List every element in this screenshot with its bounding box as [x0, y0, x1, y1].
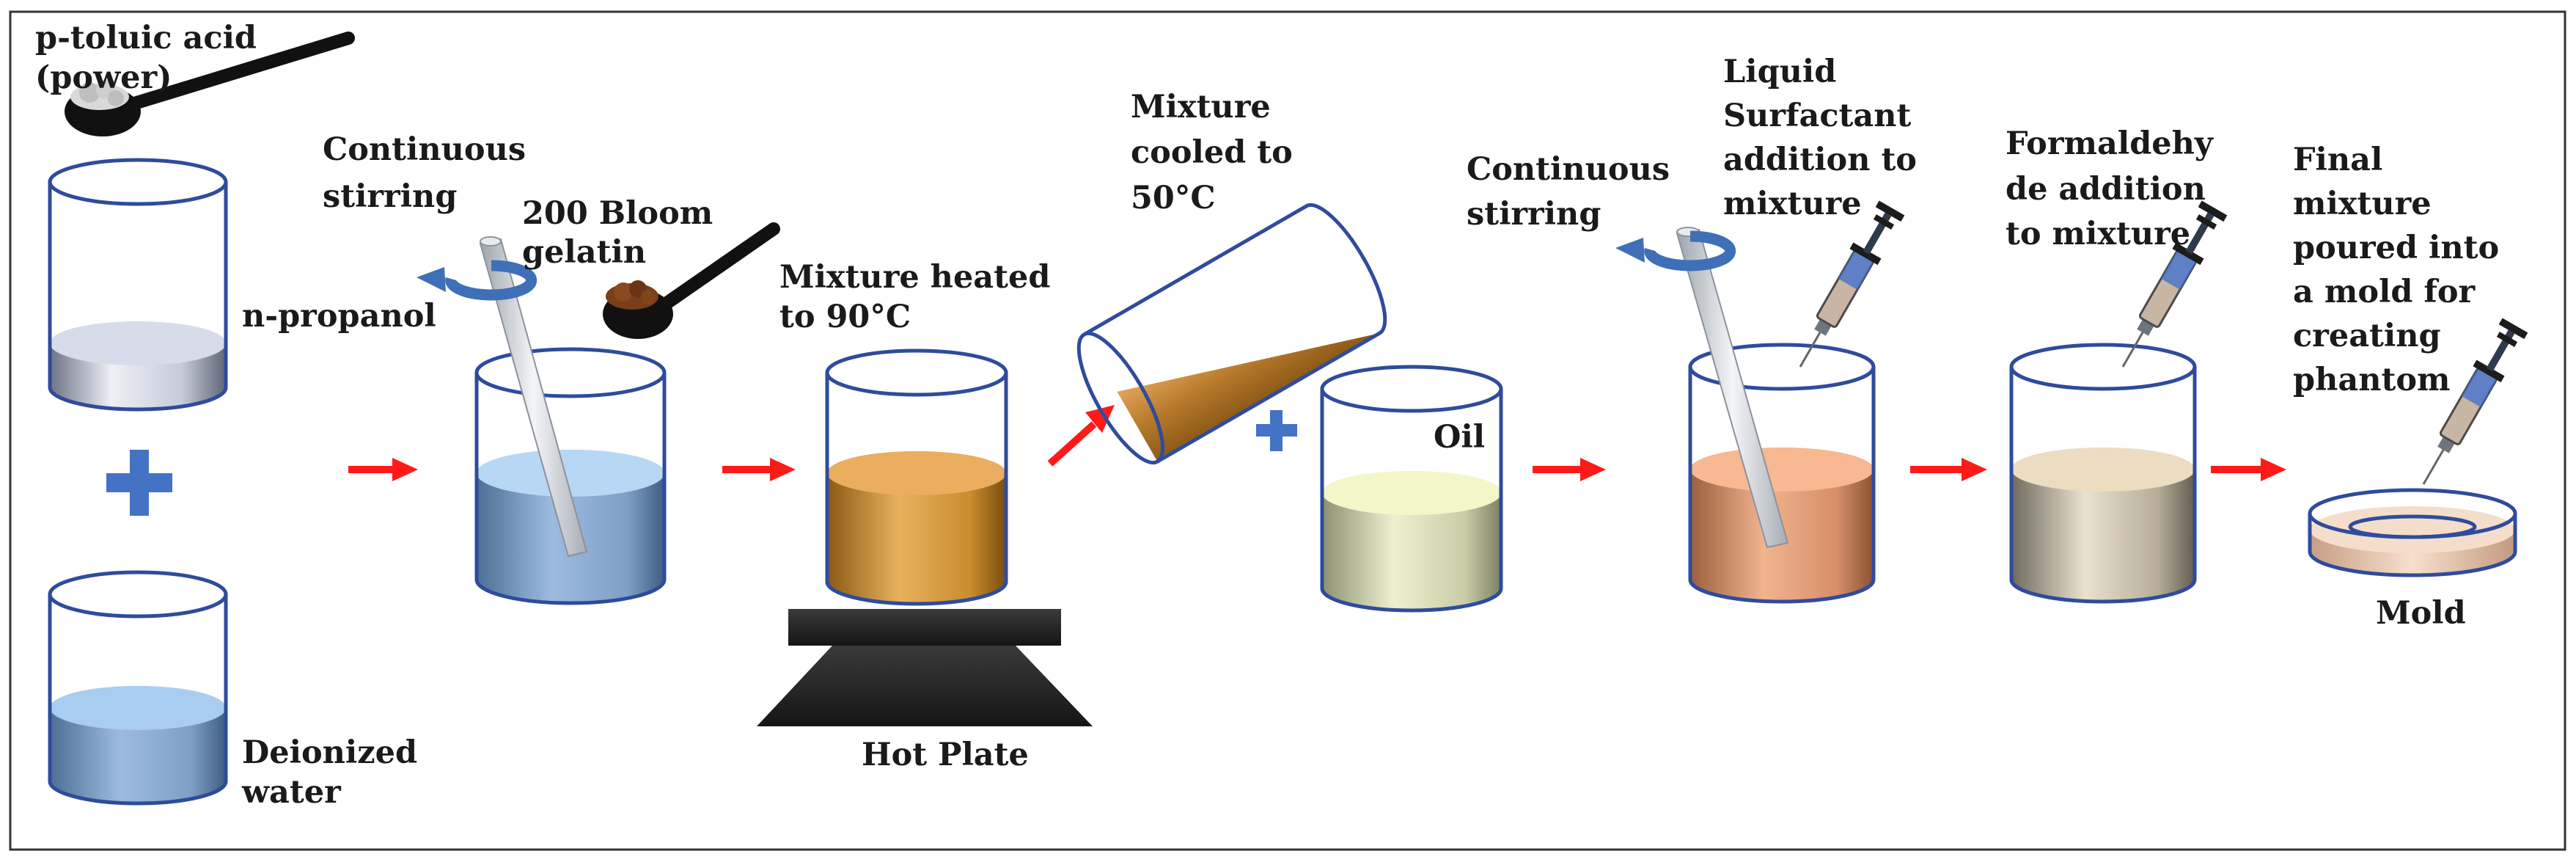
label-continuous-stirring-2b: stirring — [1467, 196, 1601, 233]
petri-dish-icon — [2308, 488, 2517, 577]
label-surfactant-4: mixture — [1723, 186, 1862, 222]
arrow-icon — [1533, 458, 1606, 481]
label-final-6: phantom — [2293, 362, 2451, 398]
label-n-propanol: n-propanol — [242, 298, 436, 335]
label-mixture-heated: Mixture heated — [779, 259, 1051, 296]
beaker-icon — [1320, 365, 1503, 613]
label-deionized-water: water — [242, 774, 341, 811]
arrow-icon — [348, 458, 418, 481]
scoop-icon — [65, 32, 355, 136]
label-final-4: a mold for — [2293, 274, 2476, 310]
label-surfactant-1: Liquid — [1723, 54, 1837, 90]
label-mold: Mold — [2376, 595, 2466, 632]
arrow-icon — [722, 458, 796, 481]
label-mixture-cooled-1: Mixture — [1131, 89, 1271, 125]
rotation-arrow-icon — [417, 260, 537, 301]
label-continuous-stirring-1b: stirring — [323, 178, 458, 215]
beaker-icon — [1688, 343, 1876, 604]
beaker-icon — [1076, 202, 1387, 465]
label-mixture-cooled-2: cooled to — [1131, 134, 1293, 171]
stirring-rod-icon — [479, 236, 588, 558]
label-final-1: Final — [2293, 142, 2383, 178]
label-oil: Oil — [1434, 419, 1486, 456]
beaker-icon — [825, 348, 1008, 606]
arrow-icon — [2211, 458, 2286, 481]
label-200-bloom: 200 Bloom — [522, 195, 713, 232]
plus-icon — [1256, 410, 1297, 451]
label-continuous-stirring-2a: Continuous — [1467, 151, 1670, 188]
rotation-arrow-icon — [1615, 230, 1736, 271]
label-deionized: Deionized — [242, 734, 418, 771]
label-formaldehyde-3: to mixture — [2006, 216, 2191, 252]
label-p-toluic-acid-power: (power) — [35, 59, 172, 96]
hot-plate-icon — [757, 609, 1093, 726]
plus-icon — [106, 450, 172, 516]
scoop-icon — [603, 222, 780, 339]
label-p-toluic-acid: p-toluic acid — [35, 20, 257, 56]
label-gelatin: gelatin — [522, 234, 647, 271]
label-final-2: mixture — [2293, 186, 2432, 222]
arrow-icon — [1910, 458, 1987, 481]
beaker-icon — [2009, 343, 2197, 604]
label-mixture-cooled-3: 50°C — [1131, 180, 1216, 216]
beaker-icon — [48, 570, 228, 806]
label-surfactant-2: Surfactant — [1723, 98, 1912, 134]
label-final-5: creating — [2293, 318, 2441, 354]
arrow-icon — [1047, 405, 1115, 467]
label-formaldehyde-2: de addition — [2006, 171, 2206, 208]
beaker-icon — [48, 158, 228, 412]
label-continuous-stirring-1a: Continuous — [323, 131, 526, 168]
label-hot-plate: Hot Plate — [862, 737, 1029, 773]
label-final-3: poured into — [2293, 230, 2500, 266]
label-surfactant-3: addition to — [1723, 142, 1917, 178]
label-formaldehyde-1: Formaldehy — [2006, 125, 2213, 162]
label-to-90c: to 90°C — [779, 299, 911, 335]
